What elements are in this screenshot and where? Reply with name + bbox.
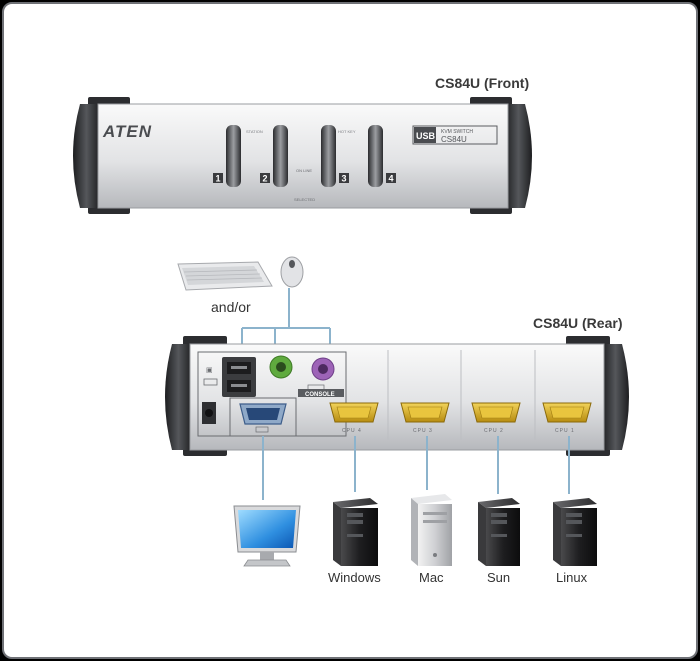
mouse-icon — [280, 256, 304, 288]
mouse-port-icon: ▣ — [206, 367, 213, 374]
badge-line2: CS84U — [441, 135, 467, 144]
cpu3-vga-port[interactable] — [400, 402, 450, 423]
front-unit: CS84U (Front) ATEN STATION HOT KEY ON LI… — [73, 75, 532, 214]
rear-left-cap — [165, 344, 192, 450]
port-number-2: 2 — [263, 174, 268, 184]
front-title: CS84U (Front) — [435, 75, 529, 91]
console-vga-port[interactable] — [239, 403, 287, 425]
computer-cables — [262, 436, 570, 500]
mac-computer-icon — [411, 494, 452, 566]
peripherals: and/or — [177, 256, 331, 358]
cpu4-vga-port[interactable] — [329, 402, 379, 423]
usb-ports[interactable] — [222, 357, 256, 397]
badge-usb: USB — [416, 131, 436, 141]
keyboard-icon — [177, 261, 273, 291]
aten-logo: ATEN — [102, 122, 152, 141]
rear-title: CS84U (Rear) — [533, 315, 622, 331]
port-number-4: 4 — [389, 174, 394, 184]
windows-label: Windows — [328, 570, 381, 585]
port-button-1[interactable] — [226, 125, 241, 187]
console-label: CONSOLE — [305, 392, 335, 398]
cpu1-label: CPU 1 — [555, 428, 575, 434]
port-button-2[interactable] — [273, 125, 288, 187]
label-hotkey: HOT KEY — [338, 129, 356, 134]
cpu4-label: CPU 4 — [342, 428, 362, 434]
model-badge: USB KVM SWITCH CS84U — [412, 125, 498, 145]
port-button-3[interactable] — [321, 125, 336, 187]
cpu2-vga-port[interactable] — [471, 402, 521, 423]
windows-computer-icon — [333, 498, 378, 566]
badge-line1: KVM SWITCH — [441, 129, 473, 135]
power-jack[interactable] — [202, 402, 216, 424]
rear-unit: CS84U (Rear) ▣ — [165, 315, 629, 456]
port-button-4[interactable] — [368, 125, 383, 187]
sun-computer-icon — [478, 498, 520, 566]
monitor-icon — [233, 505, 301, 567]
linux-label: Linux — [556, 570, 588, 585]
cpu2-label: CPU 2 — [484, 428, 504, 434]
mac-label: Mac — [419, 570, 444, 585]
peripheral-cable — [241, 288, 331, 358]
linux-computer-icon — [553, 498, 597, 566]
andor-label: and/or — [211, 299, 251, 315]
label-online: ON LINE — [296, 168, 312, 173]
front-left-cap — [73, 104, 100, 208]
sun-label: Sun — [487, 570, 510, 585]
cpu1-vga-port[interactable] — [542, 402, 592, 423]
port-number-1: 1 — [216, 174, 221, 184]
front-right-cap — [505, 104, 532, 208]
cpu3-label: CPU 3 — [413, 428, 433, 434]
port-number-3: 3 — [342, 174, 347, 184]
label-station: STATION — [246, 129, 263, 134]
front-body — [98, 104, 508, 208]
rear-right-cap — [602, 344, 629, 450]
label-selected: SELECTED — [294, 197, 315, 202]
